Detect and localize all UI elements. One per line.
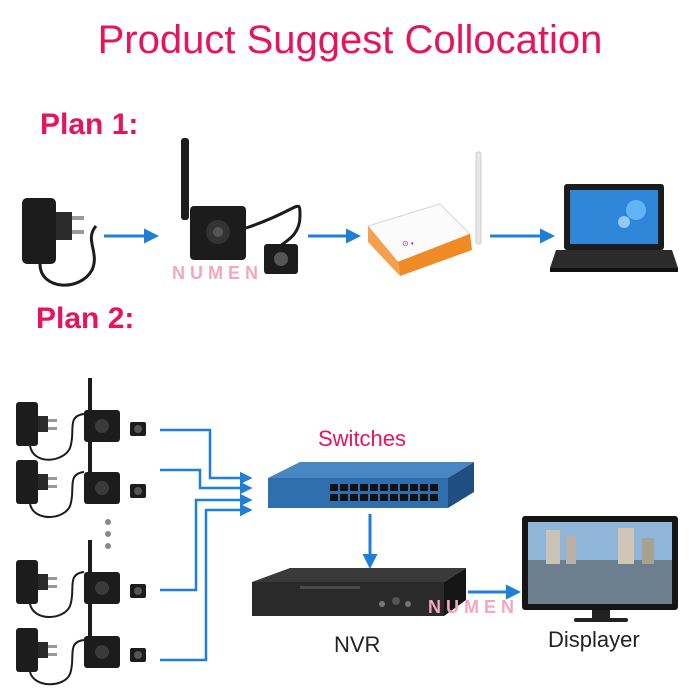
page-title: Product Suggest Collocation: [97, 18, 603, 62]
camera-set: [16, 604, 146, 686]
ellipsis-dots-icon: [105, 519, 111, 549]
plan-1-label: Plan 1:: [40, 108, 139, 141]
camera-icon: [84, 540, 146, 604]
power-adapter-icon: [22, 198, 98, 287]
camera-icon: [84, 440, 146, 504]
camera-icon: [84, 604, 146, 668]
switches-label: Switches: [318, 426, 407, 451]
nvr-label: NVR: [334, 632, 381, 657]
watermark-text: NUMEN: [172, 263, 263, 283]
camera-icon: [84, 378, 146, 442]
plan-1-row: ⊙ •: [22, 138, 678, 287]
plan-2-row: [16, 378, 678, 686]
displayer-label: Displayer: [548, 627, 640, 652]
wifi-router-icon: ⊙ •: [367, 151, 482, 276]
watermark-text: NUMEN: [428, 597, 519, 617]
connection-lines: [160, 428, 253, 662]
camera-set: [16, 378, 146, 461]
svg-text:⊙ •: ⊙ •: [402, 239, 414, 248]
switch-icon: [268, 462, 474, 508]
camera-set: [16, 440, 146, 518]
camera-set: [16, 540, 146, 618]
power-adapter-icon: [16, 402, 57, 446]
wifi-camera-icon: [181, 138, 302, 274]
power-adapter-icon: [16, 460, 57, 504]
nvr-icon: [252, 568, 466, 616]
plan-2-label: Plan 2:: [36, 302, 135, 335]
laptop-icon: [550, 184, 678, 272]
monitor-icon: [522, 516, 678, 622]
power-adapter-icon: [16, 628, 57, 672]
power-adapter-icon: [16, 560, 57, 604]
